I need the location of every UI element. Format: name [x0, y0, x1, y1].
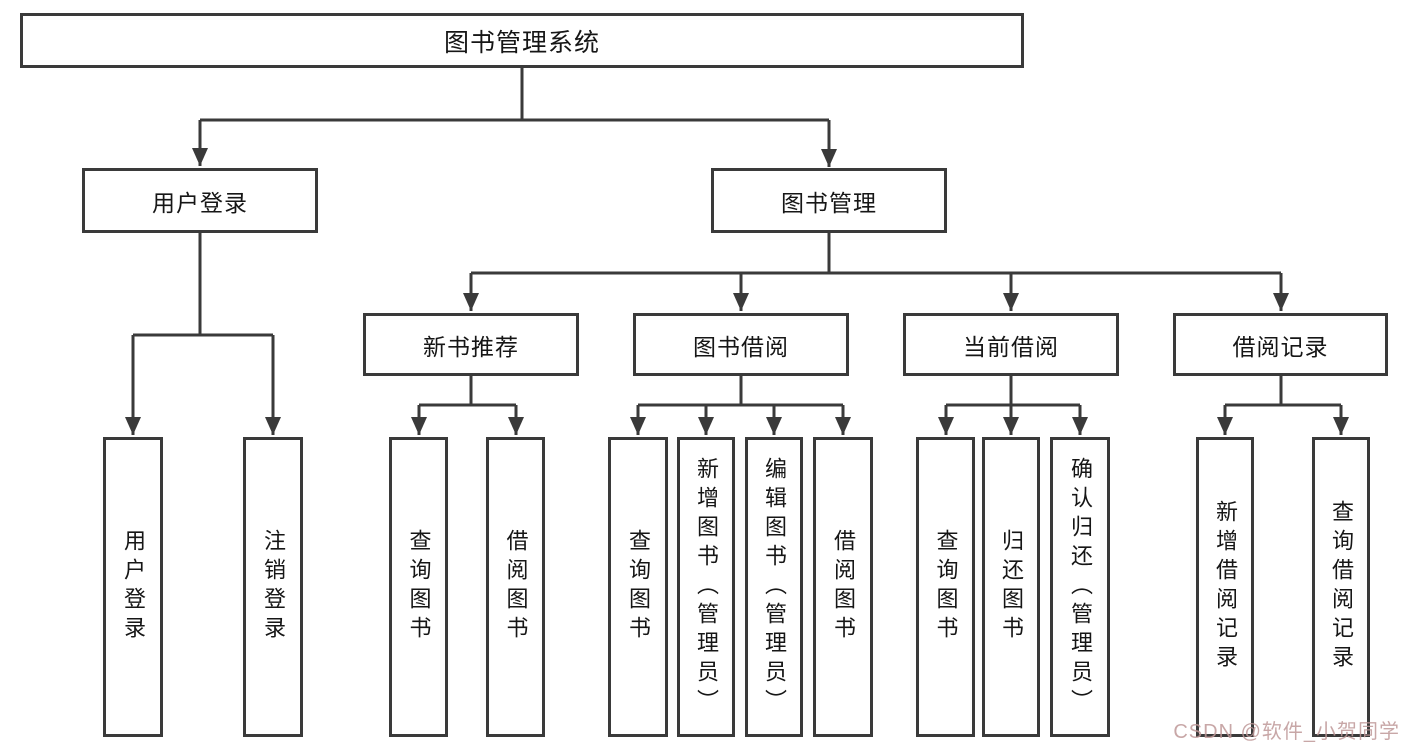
node-logout: 注销登录 — [243, 437, 303, 737]
node-book-borrowing: 图书借阅 — [633, 313, 849, 376]
node-label: 用户登录 — [121, 529, 146, 645]
node-confirm-return-admin: 确认归还（管理员） — [1050, 437, 1110, 737]
node-borrowing-records: 借阅记录 — [1173, 313, 1388, 376]
node-borrow-books-recommend: 借阅图书 — [486, 437, 545, 737]
node-add-borrow-record: 新增借阅记录 — [1196, 437, 1254, 737]
node-query-borrow-record: 查询借阅记录 — [1312, 437, 1370, 737]
node-label: 查询图书 — [406, 529, 432, 645]
node-return-books: 归还图书 — [982, 437, 1040, 737]
node-label: 借阅图书 — [831, 529, 856, 645]
node-query-books-recommend: 查询图书 — [389, 437, 448, 737]
node-label: 归还图书 — [999, 529, 1024, 645]
node-label: 查询借阅记录 — [1329, 500, 1354, 674]
csdn-watermark: CSDN @软件_小贺同学 — [1173, 721, 1400, 743]
node-label: 确认归还（管理员） — [1068, 456, 1093, 718]
node-label: 借阅图书 — [503, 529, 529, 645]
node-label: 查询图书 — [933, 529, 959, 645]
node-edit-books-admin: 编辑图书（管理员） — [745, 437, 803, 737]
node-library-management-system: 图书管理系统 — [20, 13, 1024, 68]
node-add-books-admin: 新增图书（管理员） — [677, 437, 735, 737]
node-label: 新增借阅记录 — [1213, 500, 1238, 674]
node-label: 编辑图书（管理员） — [762, 456, 787, 718]
node-query-books-current: 查询图书 — [916, 437, 975, 737]
node-new-book-recommendation: 新书推荐 — [363, 313, 579, 376]
node-book-management: 图书管理 — [711, 168, 947, 233]
node-label: 注销登录 — [261, 529, 286, 645]
node-label: 新增图书（管理员） — [694, 456, 719, 718]
node-user-login: 用户登录 — [82, 168, 318, 233]
node-borrow-books: 借阅图书 — [813, 437, 873, 737]
node-user-login-leaf: 用户登录 — [103, 437, 163, 737]
node-query-books-borrow: 查询图书 — [608, 437, 668, 737]
node-label: 查询图书 — [626, 529, 651, 645]
node-current-borrowing: 当前借阅 — [903, 313, 1119, 376]
